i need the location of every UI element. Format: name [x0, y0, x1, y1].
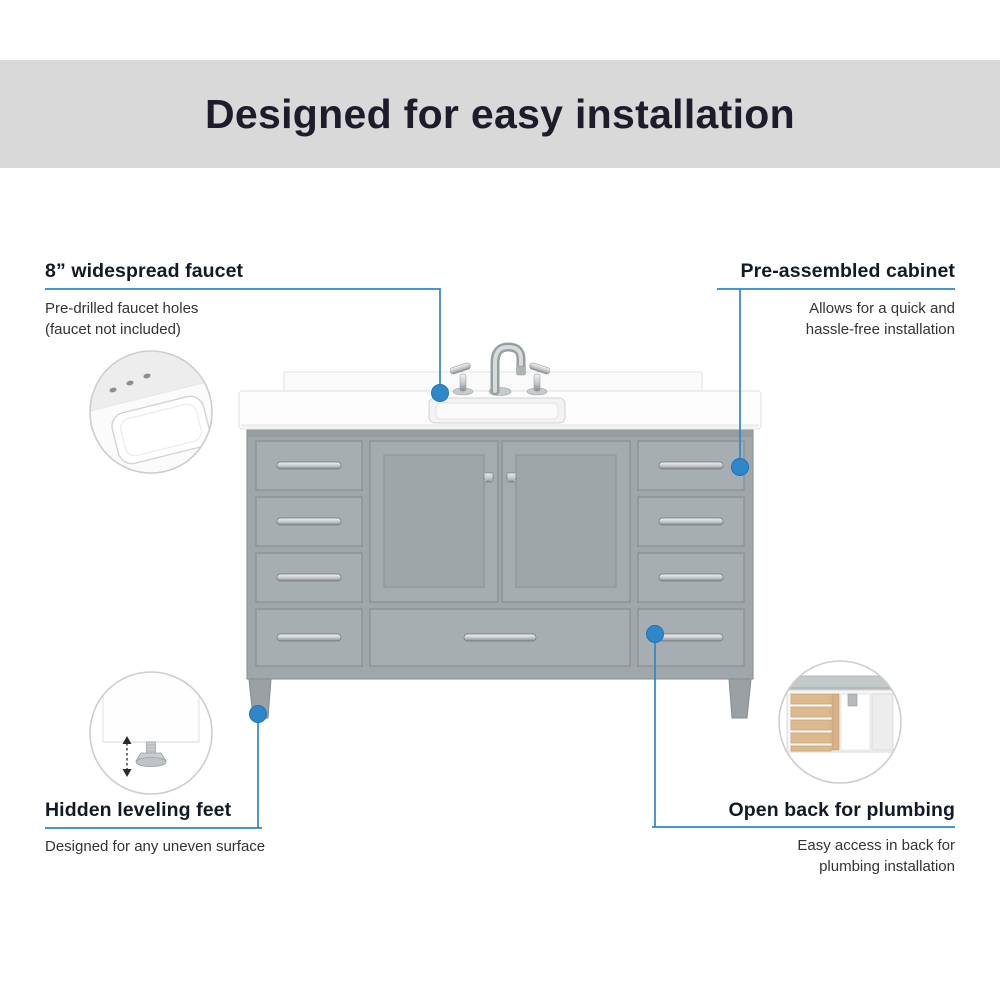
pre-drilled-holes: [109, 373, 151, 393]
hotspot-dots: [249, 384, 749, 723]
callout-feet-body-line1: Designed for any uneven surface: [45, 838, 266, 855]
center-drawer-handle: [463, 633, 537, 642]
faucet-handle-left: [449, 362, 471, 392]
leader-faucet: [45, 288, 441, 385]
page-title: Designed for easy installation: [205, 90, 795, 137]
leader-lines: [45, 288, 955, 829]
leader-plumbing: [652, 643, 955, 828]
height-adjust-arrow-icon: [122, 736, 132, 777]
callout-feet-body: Designed for any uneven surface: [45, 837, 265, 858]
leveling-foot: [135, 741, 167, 767]
leader-feet: [45, 722, 262, 829]
back-side-panel: [871, 693, 894, 751]
callout-plumbing-body-line1: Easy access in back for: [797, 837, 955, 854]
left-drawer-stack: [255, 440, 363, 667]
faucet: [449, 342, 551, 396]
wood-drawer-boxes: [790, 693, 840, 752]
callout-cabinet-body-line1: Allows for a quick and: [809, 300, 955, 317]
faucet-spout: [490, 342, 526, 396]
callout-faucet-title: 8” widespread faucet: [45, 260, 244, 282]
header-band: Designed for easy installation: [0, 60, 1000, 168]
callout-feet-title: Hidden leveling feet: [45, 799, 232, 821]
inset-sink-detail: [89, 350, 213, 474]
callout-cabinet-body-line2: hassle-free installation: [805, 320, 955, 338]
drawer-handles-right: [658, 461, 724, 642]
sink-basin: [428, 397, 566, 424]
inset-open-back: [778, 660, 902, 784]
hotspot-dot-cabinet: [731, 458, 749, 476]
callout-plumbing-body: Easy access in back for plumbing install…: [797, 836, 955, 877]
center-drawer: [369, 608, 631, 667]
hotspot-dot-plumbing: [646, 625, 664, 643]
plumbing-pipe: [847, 693, 858, 707]
door-right: [501, 440, 631, 603]
drawer-handles-left: [276, 461, 342, 642]
callout-faucet-body-line2: (faucet not included): [45, 320, 181, 338]
callout-cabinet-title: Pre-assembled cabinet: [740, 260, 955, 282]
inset-leveling-foot: [89, 671, 213, 795]
hotspot-dot-feet: [249, 705, 267, 723]
callout-cabinet-body: Allows for a quick and hassle-free insta…: [806, 299, 955, 340]
open-back-cavity: [840, 693, 871, 751]
callout-faucet-body-line1: Pre-drilled faucet holes: [45, 300, 199, 317]
faucet-handle-right: [529, 362, 551, 392]
vanity-illustration: [238, 342, 762, 719]
door-left: [369, 440, 499, 603]
callout-plumbing-body-line2: plumbing installation: [819, 857, 955, 875]
leader-cabinet: [717, 288, 955, 459]
callout-plumbing-title: Open back for plumbing: [728, 799, 955, 821]
right-leg: [728, 678, 752, 719]
callout-faucet-body: Pre-drilled faucet holes (faucet not inc…: [45, 299, 198, 340]
hotspot-dot-faucet: [431, 384, 449, 402]
right-drawer-stack: [637, 440, 745, 667]
counter-shadow: [248, 430, 752, 437]
